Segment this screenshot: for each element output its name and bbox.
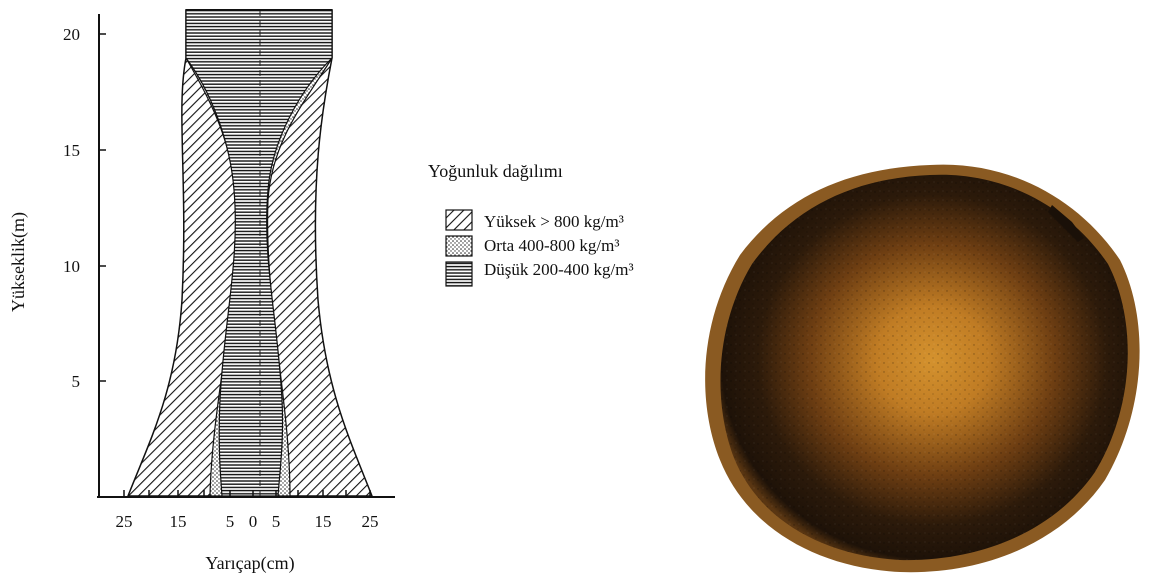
x-tick-label: 15 [315,512,332,531]
x-axis-title: Yarıçap(cm) [205,553,294,574]
legend-swatch-medium [446,236,472,256]
x-tick-label: 25 [362,512,379,531]
x-tick-label: 5 [272,512,281,531]
legend-label-low: Düşük 200-400 kg/m³ [484,260,634,279]
legend-label-medium: Orta 400-800 kg/m³ [484,236,619,255]
legend-swatch-low [446,262,472,286]
x-tick-label: 15 [170,512,187,531]
y-tick-marks [99,34,106,381]
legend-title: Yoğunluk dağılımı [428,161,563,181]
y-axis-title: Yükseklik(m) [8,212,29,312]
y-tick-label: 20 [63,25,80,44]
x-tick-label: 5 [226,512,235,531]
legend-swatch-high [446,210,472,230]
trunk-speckle [720,175,1127,560]
legend: Yoğunluk dağılımı Yüksek > 800 kg/m³ Ort… [428,161,634,286]
x-tick-label: 25 [116,512,133,531]
y-tick-label: 15 [63,141,80,160]
y-tick-label: 5 [72,372,81,391]
y-tick-label: 10 [63,257,80,276]
stem-density-diagram [128,10,372,496]
trunk-cross-section-photo [705,165,1139,573]
legend-label-high: Yüksek > 800 kg/m³ [484,212,624,231]
x-tick-label: 0 [249,512,258,531]
